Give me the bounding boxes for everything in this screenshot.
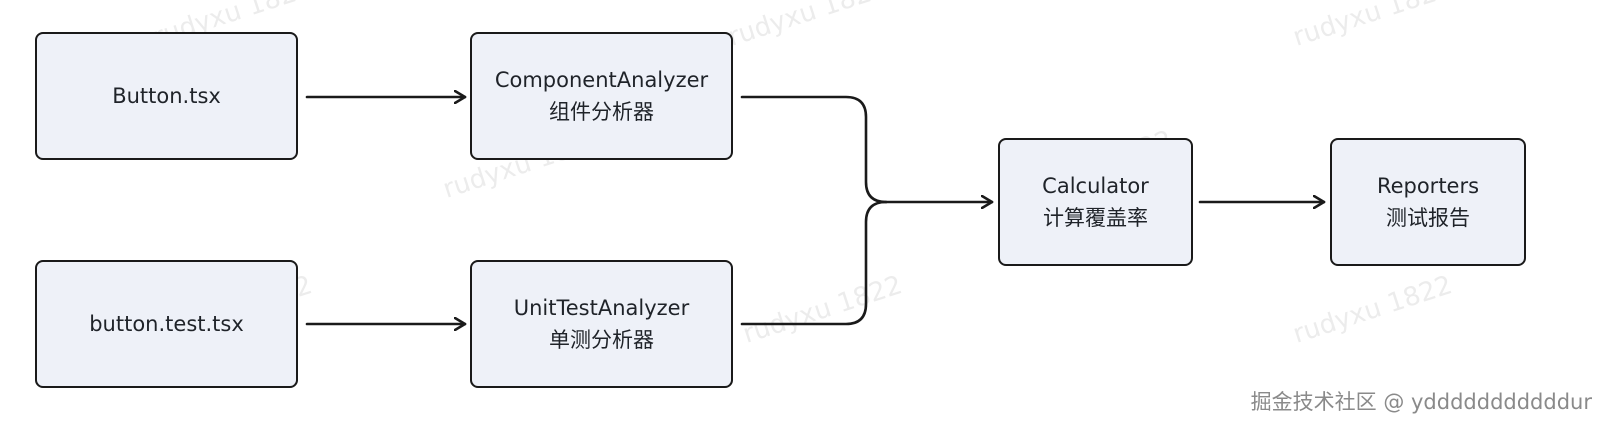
node-button-tsx-label: Button.tsx bbox=[112, 84, 221, 108]
node-component-analyzer-subtitle: 组件分析器 bbox=[549, 100, 654, 124]
node-component-analyzer: ComponentAnalyzer 组件分析器 bbox=[470, 32, 733, 160]
node-unit-test-analyzer: UnitTestAnalyzer 单测分析器 bbox=[470, 260, 733, 388]
node-calculator: Calculator 计算覆盖率 bbox=[998, 138, 1193, 266]
node-unit-test-analyzer-title: UnitTestAnalyzer bbox=[513, 296, 690, 320]
node-unit-test-analyzer-subtitle: 单测分析器 bbox=[549, 328, 654, 352]
edge-component-analyzer-to-merge bbox=[740, 95, 888, 204]
node-reporters-subtitle: 测试报告 bbox=[1386, 206, 1470, 230]
footer-credit: 掘金技术社区 @ ydddddddddddur bbox=[1250, 390, 1592, 414]
edge-unittest-analyzer-to-merge bbox=[740, 200, 888, 326]
node-component-analyzer-title: ComponentAnalyzer bbox=[494, 68, 709, 92]
node-button-test-tsx-label: button.test.tsx bbox=[89, 312, 244, 336]
node-calculator-title: Calculator bbox=[1042, 174, 1149, 198]
node-button-test-tsx: button.test.tsx bbox=[35, 260, 298, 388]
node-calculator-subtitle: 计算覆盖率 bbox=[1043, 206, 1148, 230]
node-reporters: Reporters 测试报告 bbox=[1330, 138, 1526, 266]
node-button-tsx: Button.tsx bbox=[35, 32, 298, 160]
node-reporters-title: Reporters bbox=[1376, 174, 1480, 198]
